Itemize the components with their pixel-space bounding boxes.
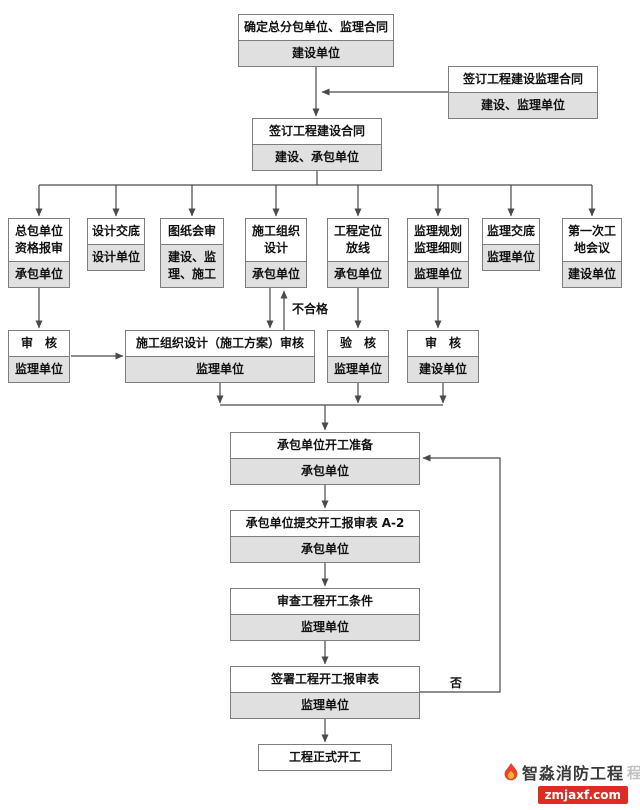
node-supervision-plan: 监理规划监理细则 监理单位	[407, 218, 469, 288]
node-determine-contract: 确定总分包单位、监理合同 建设单位	[238, 14, 394, 67]
node-role: 建设、承包单位	[253, 145, 381, 170]
node-title: 工程正式开工	[259, 745, 391, 770]
node-review-left: 审 核 监理单位	[8, 330, 70, 383]
node-role: 建设单位	[563, 262, 621, 287]
node-sign-supervision-contract: 签订工程建设监理合同 建设、监理单位	[448, 66, 598, 119]
node-title: 图纸会审	[161, 219, 223, 245]
node-title: 监理交底	[483, 219, 539, 245]
node-start-preparation: 承包单位开工准备 承包单位	[230, 432, 420, 485]
node-title: 设计交底	[88, 219, 144, 245]
node-title: 审查工程开工条件	[231, 589, 419, 615]
watermark-edge-glyph: 程	[626, 763, 640, 782]
flame-icon	[504, 763, 518, 781]
label-unqualified: 不合格	[291, 302, 330, 316]
node-title: 审 核	[9, 331, 69, 357]
node-positioning-layout: 工程定位放线 承包单位	[327, 218, 389, 288]
node-role: 监理单位	[9, 357, 69, 382]
node-title: 验 核	[328, 331, 388, 357]
node-review-start-conditions: 审查工程开工条件 监理单位	[230, 588, 420, 641]
node-submit-start-form: 承包单位提交开工报审表 A-2 承包单位	[230, 510, 420, 563]
node-sign-construction-contract: 签订工程建设合同 建设、承包单位	[252, 118, 382, 171]
node-design-disclosure: 设计交底 设计单位	[87, 218, 145, 271]
watermark-site: zmjaxf.com	[537, 786, 628, 804]
node-supervision-disclosure: 监理交底 监理单位	[482, 218, 540, 271]
watermark: 智淼消防工程 程 zmjaxf.com	[503, 760, 640, 804]
node-title: 总包单位资格报审	[9, 219, 69, 262]
node-role: 监理单位	[328, 357, 388, 382]
node-title: 监理规划监理细则	[408, 219, 468, 262]
node-title: 承包单位开工准备	[231, 433, 419, 459]
node-role: 建设、监理单位	[449, 93, 597, 118]
node-drawing-review: 图纸会审 建设、监理、施工	[160, 218, 224, 288]
node-role: 监理单位	[126, 357, 314, 382]
node-role: 设计单位	[88, 245, 144, 270]
node-verify: 验 核 监理单位	[327, 330, 389, 383]
node-title: 确定总分包单位、监理合同	[239, 15, 393, 41]
node-role: 承包单位	[231, 459, 419, 484]
node-title: 签署工程开工报审表	[231, 667, 419, 693]
node-role: 建设单位	[239, 41, 393, 66]
node-title: 审 核	[408, 331, 478, 357]
node-role: 承包单位	[246, 262, 306, 287]
node-construction-org-design: 施工组织设计 承包单位	[245, 218, 307, 288]
label-no-branch: 否	[449, 676, 464, 690]
node-title: 第一次工地会议	[563, 219, 621, 262]
node-title: 承包单位提交开工报审表 A-2	[231, 511, 419, 537]
node-role: 承包单位	[9, 262, 69, 287]
node-title: 工程定位放线	[328, 219, 388, 262]
node-role: 监理单位	[231, 693, 419, 718]
node-title: 施工组织设计	[246, 219, 306, 262]
node-role: 建设、监理、施工	[161, 245, 223, 287]
node-review-right: 审 核 建设单位	[407, 330, 479, 383]
node-general-contractor-qualification: 总包单位资格报审 承包单位	[8, 218, 70, 288]
node-role: 监理单位	[231, 615, 419, 640]
node-title: 签订工程建设合同	[253, 119, 381, 145]
watermark-brand: 智淼消防工程	[521, 764, 624, 783]
node-role: 监理单位	[408, 262, 468, 287]
node-title: 施工组织设计（施工方案）审核	[126, 331, 314, 357]
node-role: 承包单位	[328, 262, 388, 287]
node-role: 监理单位	[483, 245, 539, 270]
node-role: 承包单位	[231, 537, 419, 562]
node-title: 签订工程建设监理合同	[449, 67, 597, 93]
node-official-start: 工程正式开工	[258, 744, 392, 771]
node-role: 建设单位	[408, 357, 478, 382]
node-org-design-review: 施工组织设计（施工方案）审核 监理单位	[125, 330, 315, 383]
node-first-site-meeting: 第一次工地会议 建设单位	[562, 218, 622, 288]
node-sign-start-form: 签署工程开工报审表 监理单位	[230, 666, 420, 719]
